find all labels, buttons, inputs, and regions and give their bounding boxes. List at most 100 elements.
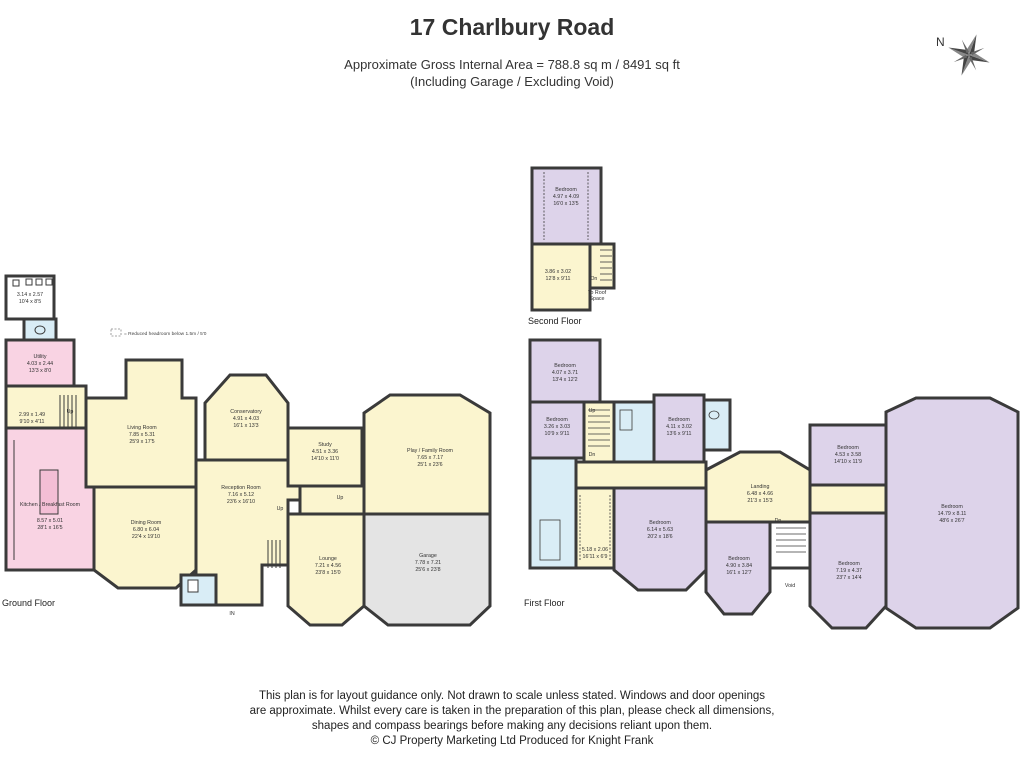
ground-hallway	[298, 484, 366, 516]
copyright-line: © CJ Property Marketing Ltd Produced for…	[370, 735, 654, 747]
room-first-bedroom-c	[652, 393, 706, 464]
page-title: 17 Charlbury Road	[409, 14, 615, 40]
ff-bed-e-imperial: 20'2 x 18'6	[647, 534, 672, 540]
roof-space-label: Space	[589, 296, 604, 302]
disclaimer-line: This plan is for layout guidance only. N…	[258, 690, 766, 702]
lounge-imperial: 23'8 x 15'0	[315, 570, 340, 576]
sf-room-dims: 3.86 x 3.02	[545, 269, 571, 275]
area-summary: Approximate Gross Internal Area = 788.8 …	[344, 57, 680, 72]
garage-name: Garage	[419, 553, 437, 559]
reduced-headroom-legend-swatch	[110, 328, 122, 337]
landing-imperial: 21'3 x 15'3	[747, 498, 772, 504]
ff-bed-c-imperial: 13'6 x 9'11	[667, 431, 692, 437]
room-garage	[362, 512, 492, 627]
play-imperial: 25'1 x 23'6	[417, 462, 442, 468]
ground-floor	[4, 274, 492, 627]
floor-label-first: First Floor	[524, 598, 565, 608]
dn-label: Dn	[589, 452, 596, 458]
ff-bed-g-dims: 7.19 x 4.37	[836, 568, 862, 574]
ff-bed-c-name: Bedroom	[668, 417, 690, 423]
ff-bed-f-dims: 4.90 x 3.84	[726, 563, 752, 569]
second-floor	[530, 166, 616, 312]
sf-bedroom-imperial: 16'0 x 13'5	[553, 201, 578, 207]
roof-label: To Roof	[588, 290, 607, 296]
ff-bed-d-imperial: 14'10 x 11'9	[834, 459, 862, 465]
ff-bed-b-imperial: 10'9 x 9'11	[545, 431, 570, 437]
ff-bed-a-imperial: 13'4 x 12'2	[552, 377, 577, 383]
entrance-label: IN	[229, 611, 234, 617]
room-first-bathroom-b	[702, 398, 732, 452]
second-floor-details	[543, 172, 612, 281]
ff-bed-g-imperial: 23'7 x 14'4	[836, 575, 861, 581]
room-living	[84, 358, 198, 489]
garage-imperial: 25'6 x 23'8	[415, 567, 440, 573]
up-label: Up	[67, 409, 74, 415]
conservatory-imperial: 16'1 x 13'3	[233, 423, 258, 429]
up-label: Up	[277, 506, 284, 512]
boot-dims: 2.99 x 1.49	[19, 412, 45, 418]
conservatory-name: Conservatory	[230, 409, 262, 415]
conservatory-dims: 4.91 x 4.03	[233, 416, 259, 422]
study-dims: 4.51 x 3.36	[312, 449, 338, 455]
dining-name: Dining Room	[131, 520, 162, 526]
ff-bed-e-name: Bedroom	[649, 520, 671, 526]
disclaimer-line: shapes and compass bearings before makin…	[311, 720, 713, 732]
compass-rose-icon	[948, 34, 990, 76]
ff-bedroom-large-name: Bedroom	[941, 504, 963, 510]
study-name: Study	[318, 442, 332, 448]
ff-bed-e-dims: 6.14 x 5.63	[647, 527, 673, 533]
room-first-bedroom-b	[528, 400, 586, 460]
up-label: Up	[337, 495, 344, 501]
void-label: Void	[785, 583, 795, 589]
room-utility	[4, 338, 76, 388]
sf-bedroom-dims: 4.97 x 4.09	[553, 194, 579, 200]
kitchen-dims: 8.57 x 5.01	[37, 518, 63, 524]
room-labels: 3.14 x 2.57 10'4 x 8'5 Utility 4.03 x 2.…	[17, 187, 967, 617]
room-boot	[4, 384, 88, 430]
first-corridor-right	[808, 483, 888, 515]
outbuilding-dims: 3.14 x 2.57	[17, 292, 43, 298]
ff-bed-d-name: Bedroom	[837, 445, 859, 451]
living-name: Living Room	[127, 425, 157, 431]
room-first-bathroom-a	[612, 400, 656, 464]
landing-name: Landing	[751, 484, 770, 490]
ff-dress-dims: 5.18 x 2.06	[582, 547, 608, 553]
ff-bed-a-name: Bedroom	[554, 363, 576, 369]
dining-dims: 6.80 x 6.04	[133, 527, 159, 533]
ground-floor-details	[12, 278, 281, 593]
reception-name: Reception Room	[221, 485, 261, 491]
room-ground-cloakroom	[179, 573, 218, 607]
reception-dims: 7.16 x 5.12	[228, 492, 254, 498]
living-dims: 7.85 x 5.31	[129, 432, 155, 438]
floor-label-second: Second Floor	[528, 316, 582, 326]
ff-bedroom-large-dims: 14.79 x 8.11	[938, 511, 967, 517]
floor-label-ground: Ground Floor	[2, 598, 56, 608]
area-note: (Including Garage / Excluding Void)	[410, 74, 614, 89]
disclaimer-line: are approximate. Whilst every care is ta…	[249, 705, 775, 717]
reduced-headroom-legend: = Reduced headroom below 1.5m / 5'0	[124, 331, 207, 337]
utility-name: Utility	[34, 354, 47, 360]
room-second-bedroom	[530, 166, 603, 246]
dn-label: Dn	[775, 518, 782, 524]
room-first-bedroom-f	[704, 520, 772, 616]
ff-bed-c-dims: 4.11 x 3.02	[666, 424, 692, 430]
ff-bed-g-name: Bedroom	[838, 561, 860, 567]
compass-north-label: N	[936, 35, 945, 49]
room-study	[286, 426, 364, 488]
room-first-bathroom-c	[528, 456, 578, 570]
outbuilding-imperial: 10'4 x 8'5	[19, 299, 41, 305]
kitchen-imperial: 28'1 x 16'5	[37, 525, 62, 531]
second-stairs	[588, 242, 616, 290]
ff-bed-f-imperial: 16'1 x 12'7	[726, 570, 751, 576]
ff-bed-b-dims: 3.26 x 3.03	[544, 424, 570, 430]
first-floor	[528, 338, 1020, 630]
utility-imperial: 13'3 x 8'0	[29, 368, 51, 374]
first-void	[768, 520, 812, 570]
landing-dims: 6.48 x 4.66	[747, 491, 773, 497]
living-imperial: 25'9 x 17'5	[129, 439, 154, 445]
ff-bed-d-dims: 4.53 x 3.58	[835, 452, 861, 458]
first-floor-details	[539, 409, 806, 561]
dining-imperial: 22'4 x 19'10	[132, 534, 160, 540]
room-ground-wc-top	[22, 317, 58, 342]
boot-imperial: 9'10 x 4'11	[20, 419, 45, 425]
